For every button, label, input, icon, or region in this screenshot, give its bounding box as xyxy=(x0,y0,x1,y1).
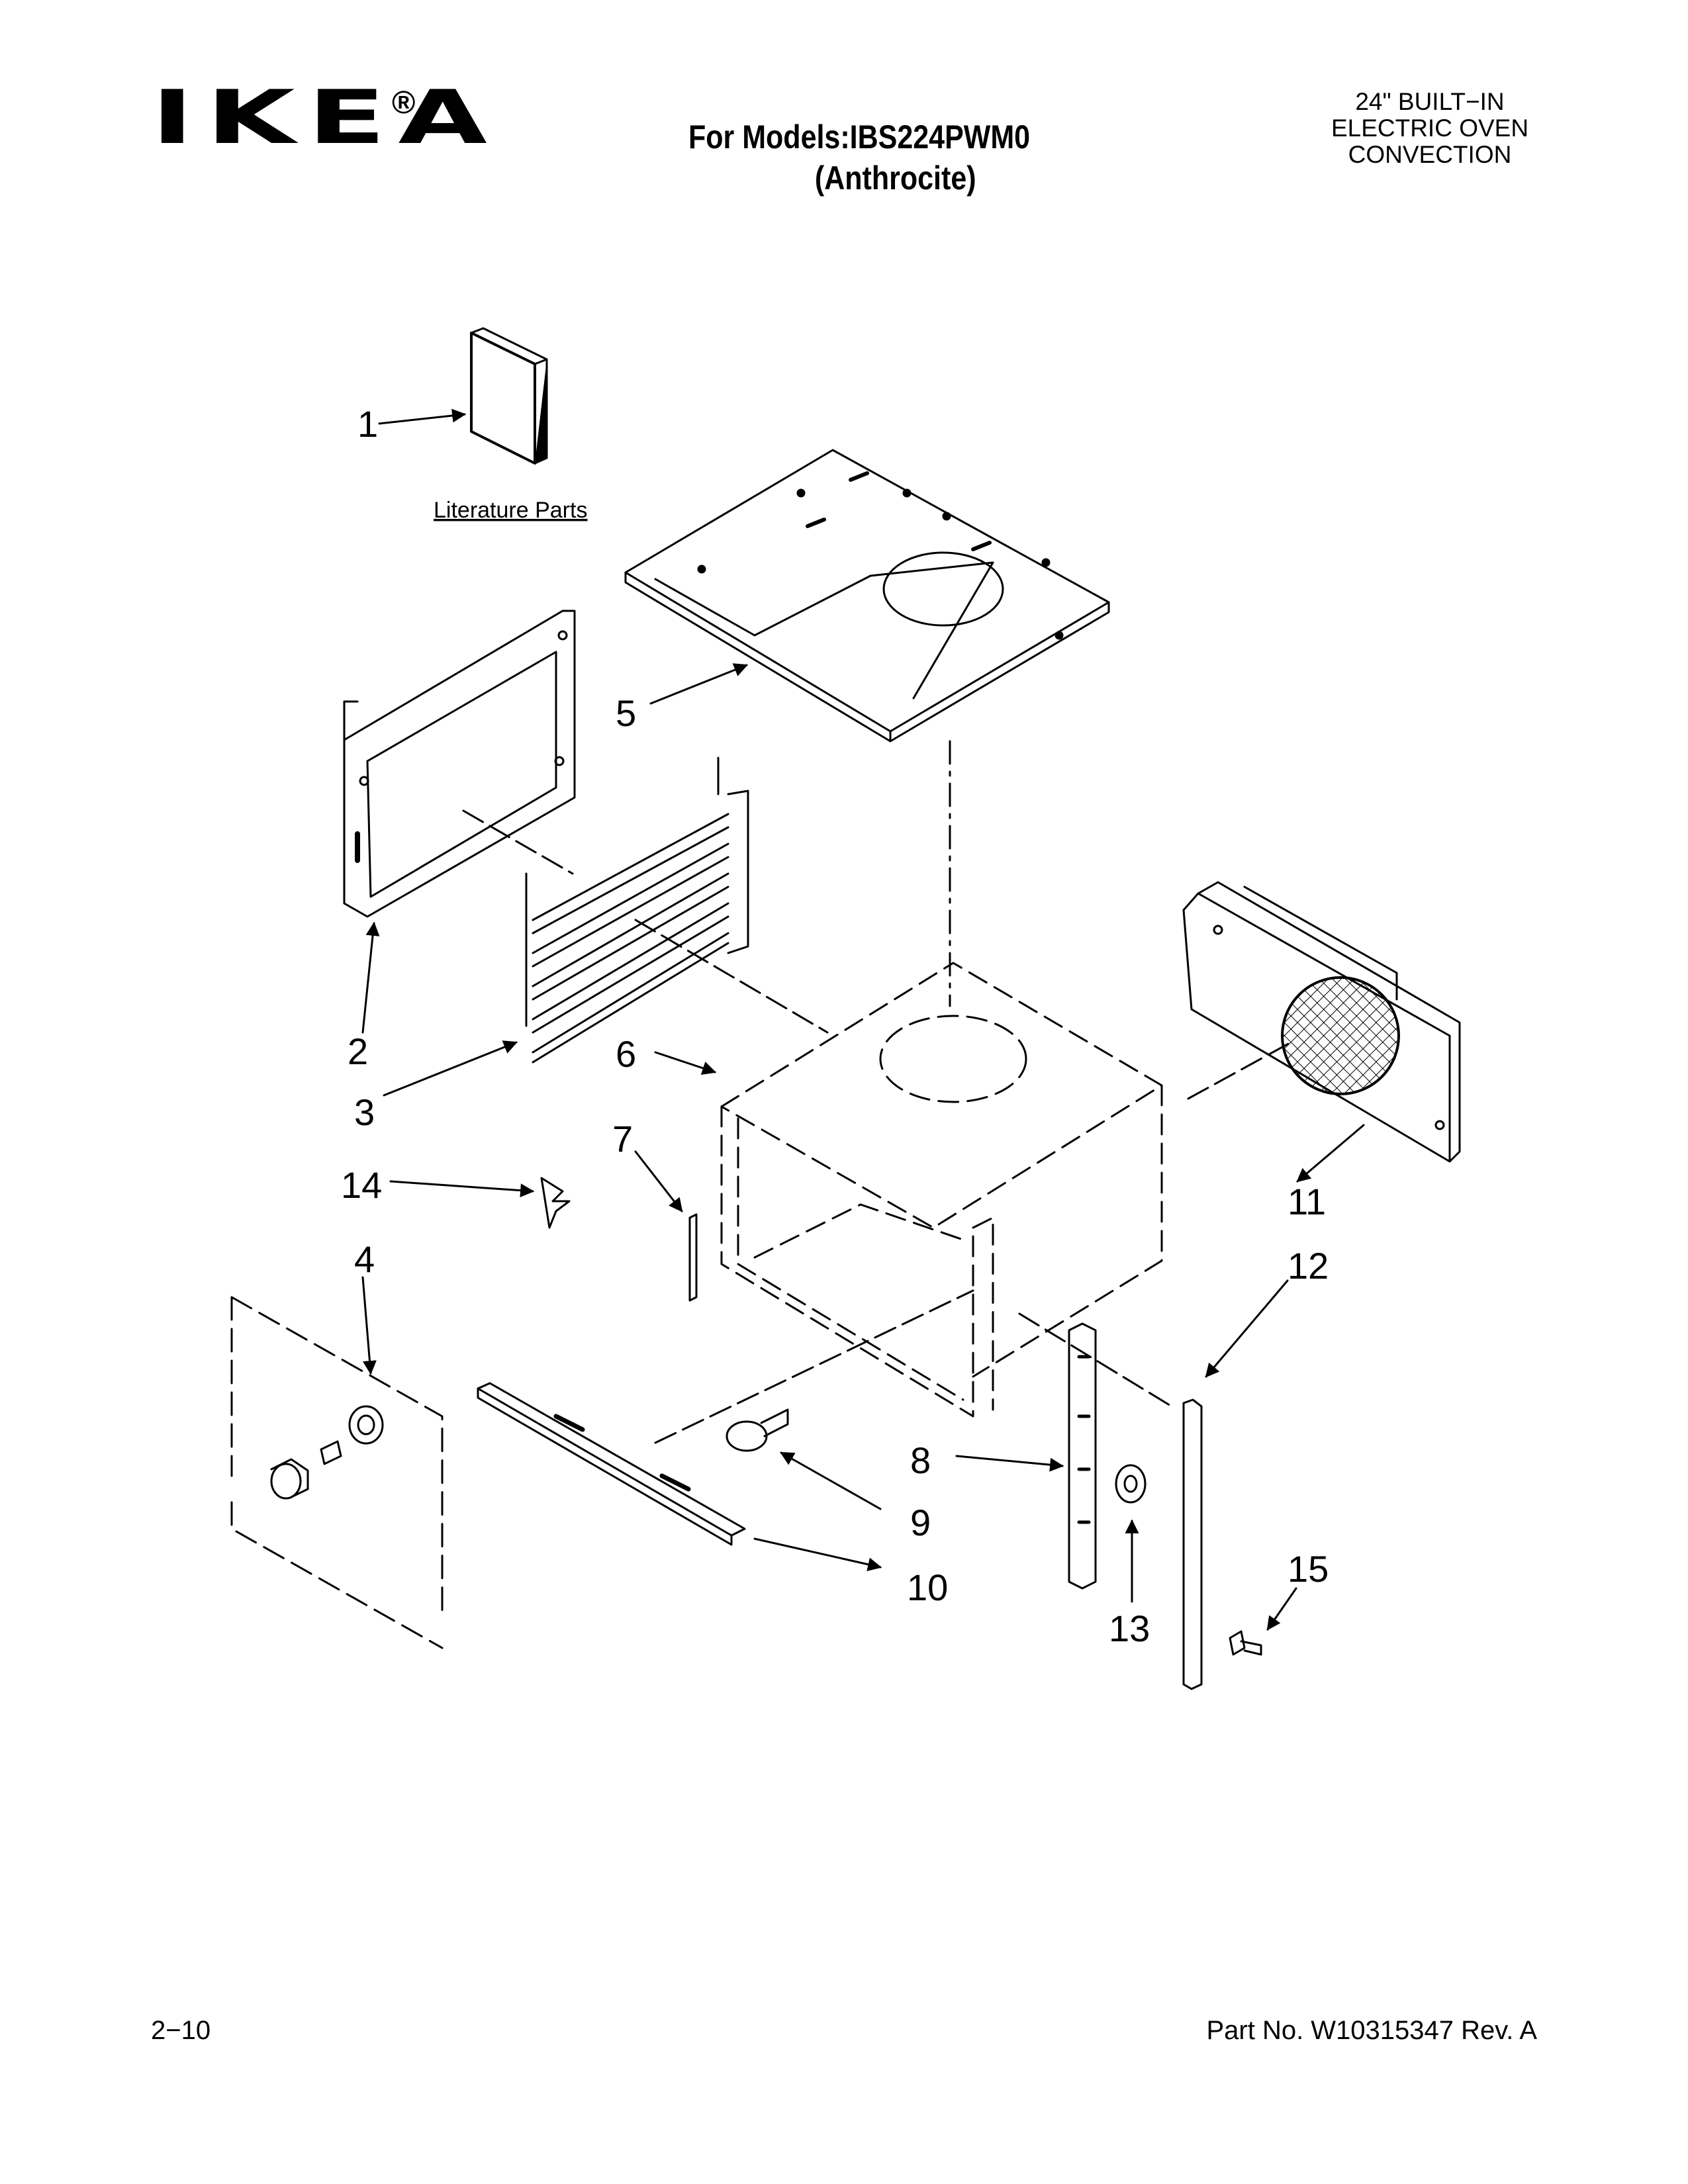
product-line-2: ELECTRIC OVEN xyxy=(1331,114,1529,142)
callout-5: 5 xyxy=(616,692,636,734)
part-1-literature xyxy=(470,327,548,465)
leader-10 xyxy=(753,1537,882,1572)
part-14-clip xyxy=(540,1177,571,1229)
page-number: 2−10 xyxy=(151,2016,211,2045)
leader-5 xyxy=(649,663,748,705)
part-11-fan-cover xyxy=(1182,881,1461,1163)
axis-9 xyxy=(654,1289,974,1444)
part-5-top-panel xyxy=(624,449,1110,743)
part-7-bracket xyxy=(688,1213,698,1302)
callout-11: 11 xyxy=(1288,1181,1326,1222)
callout-6: 6 xyxy=(616,1033,636,1075)
leader-14 xyxy=(389,1180,535,1198)
callout-7: 7 xyxy=(612,1118,633,1160)
part-13-grommet xyxy=(1115,1464,1147,1504)
part-15-screw xyxy=(1229,1630,1262,1656)
leader-1 xyxy=(378,408,467,425)
leader-12 xyxy=(1205,1279,1289,1378)
callout-4: 4 xyxy=(354,1238,375,1280)
part-9-knob xyxy=(726,1408,789,1452)
part-number: Part No. W10315347 Rev. A xyxy=(1206,2016,1537,2045)
callout-2: 2 xyxy=(348,1030,368,1072)
axis-8 xyxy=(1018,1312,1173,1408)
ikea-logo: IKEA xyxy=(151,81,487,155)
part-8-side-channel xyxy=(1068,1322,1097,1590)
leader-2 xyxy=(361,921,380,1034)
callout-12: 12 xyxy=(1288,1245,1329,1287)
leader-8 xyxy=(955,1455,1064,1472)
callout-9: 9 xyxy=(910,1502,931,1543)
part-10-trim xyxy=(477,1382,746,1546)
registered-mark: ® xyxy=(392,85,416,120)
leader-6 xyxy=(654,1051,716,1075)
callout-10: 10 xyxy=(907,1567,948,1608)
callout-3: 3 xyxy=(354,1091,375,1133)
color-line: (Anthrocite) xyxy=(814,159,976,197)
axis-3 xyxy=(634,919,829,1034)
leader-4 xyxy=(361,1276,377,1375)
callout-14: 14 xyxy=(341,1164,382,1206)
axis-2 xyxy=(462,809,574,875)
product-description: 24" BUILT−IN ELECTRIC OVEN CONVECTION xyxy=(1297,89,1562,168)
leader-9 xyxy=(780,1451,882,1510)
part-4-knob-group xyxy=(230,1296,444,1649)
leader-3 xyxy=(383,1040,518,1097)
axis-11 xyxy=(1187,1041,1292,1100)
brand-name: IKEA xyxy=(151,75,500,161)
leader-11 xyxy=(1296,1124,1365,1183)
part-12-side-strip xyxy=(1182,1398,1203,1690)
callout-13: 13 xyxy=(1109,1608,1150,1649)
callout-8: 8 xyxy=(910,1439,931,1481)
product-line-1: 24" BUILT−IN xyxy=(1355,88,1505,115)
leader-7 xyxy=(634,1150,683,1212)
product-line-3: CONVECTION xyxy=(1348,141,1512,168)
part-3-racks xyxy=(525,756,749,1064)
callout-15: 15 xyxy=(1288,1548,1329,1590)
literature-parts-label: Literature Parts xyxy=(434,498,587,523)
callout-1: 1 xyxy=(357,403,378,445)
part-2-frame xyxy=(343,610,576,918)
part-6-cavity xyxy=(720,962,1163,1418)
leader-15 xyxy=(1266,1587,1297,1631)
